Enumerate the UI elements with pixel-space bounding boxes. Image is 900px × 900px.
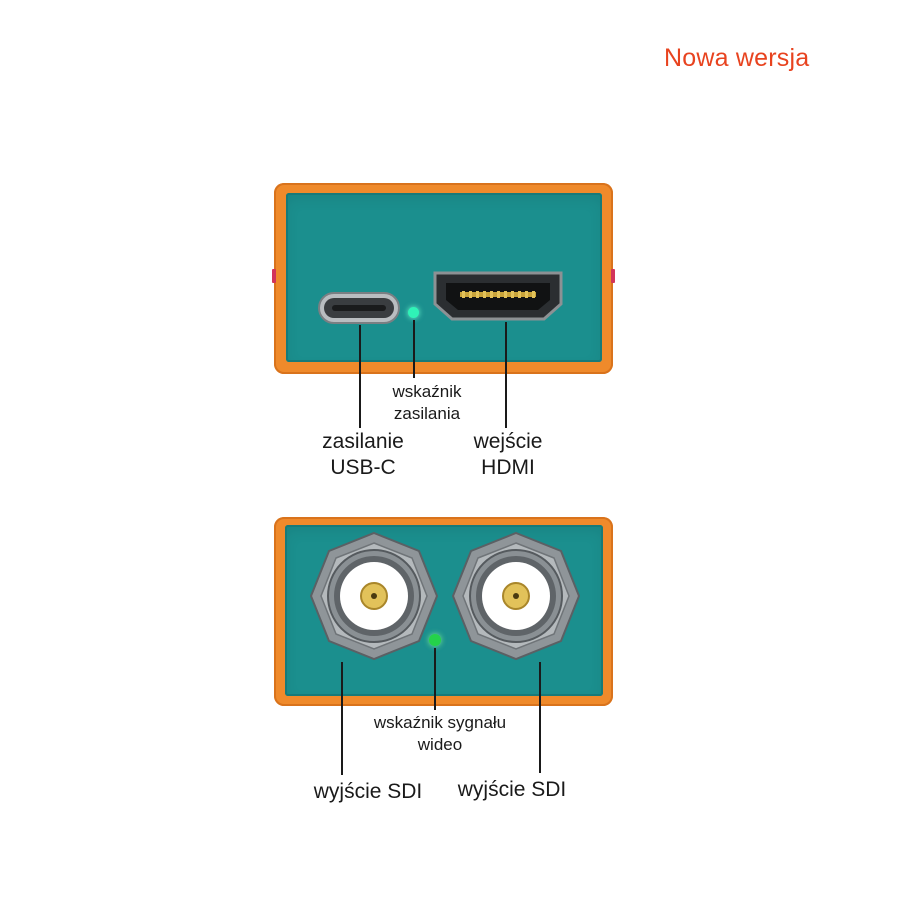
sdi-output-label-1: wyjście SDI <box>313 780 423 803</box>
hdmi-port-icon <box>433 271 563 321</box>
side-marker <box>611 269 615 283</box>
usb-power-label: zasilanie USB-C <box>305 429 421 481</box>
sdi-output-label-2: wyjście SDI <box>457 778 567 801</box>
new-version-badge: Nowa wersja <box>664 44 810 72</box>
usb-power-label-line2: USB-C <box>330 456 396 479</box>
bnc-connector-icon <box>309 531 439 661</box>
side-marker <box>272 269 276 283</box>
power-indicator-label-line2: zasilania <box>393 404 461 423</box>
signal-indicator-label-line1: wskaźnik sygnału <box>373 713 507 732</box>
signal-indicator-label-line2: wideo <box>417 735 463 754</box>
usb-power-label-line1: zasilanie <box>322 430 404 453</box>
signal-indicator-label: wskaźnik sygnału wideo <box>352 712 528 756</box>
bnc-connector-icon <box>451 531 581 661</box>
hdmi-input-label: wejście HDMI <box>458 429 558 481</box>
power-indicator-label-line1: wskaźnik <box>392 382 462 401</box>
power-led-icon <box>408 307 419 318</box>
hdmi-input-label-line1: wejście <box>473 430 543 453</box>
signal-led-icon <box>429 634 441 646</box>
usb-c-port-icon <box>318 292 400 324</box>
hdmi-input-label-line2: HDMI <box>481 456 535 479</box>
power-indicator-label: wskaźnik zasilania <box>375 381 479 425</box>
